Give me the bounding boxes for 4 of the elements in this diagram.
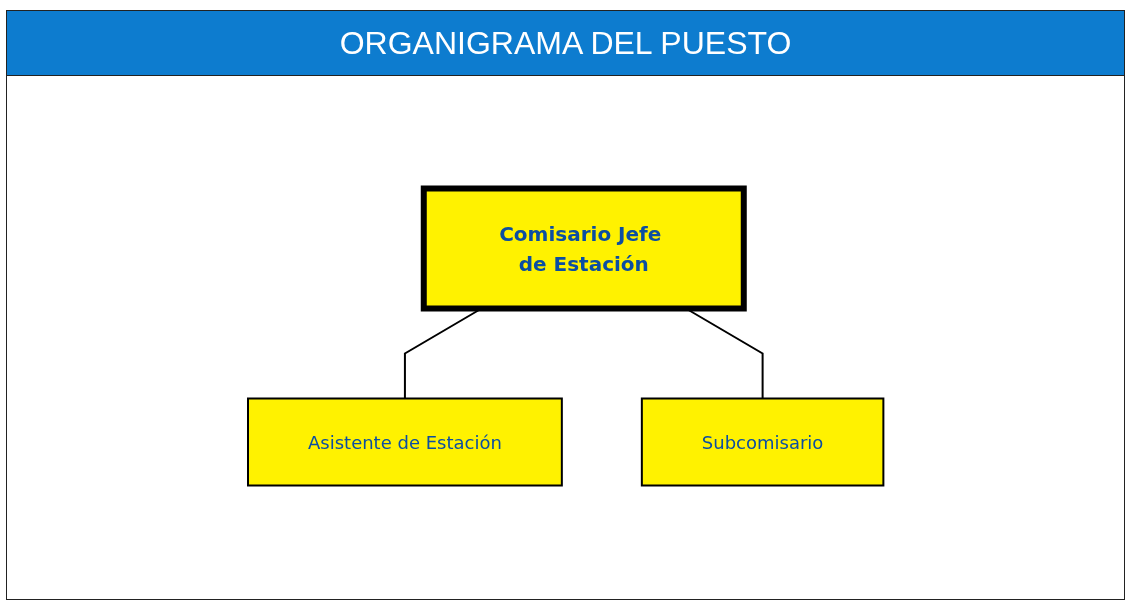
node-box: Subcomisario	[640, 397, 885, 487]
title-banner: ORGANIGRAMA DEL PUESTO	[7, 11, 1124, 76]
node-box: Comisario Jefe de Estación	[420, 185, 747, 312]
node-box: Asistente de Estación	[246, 397, 563, 487]
